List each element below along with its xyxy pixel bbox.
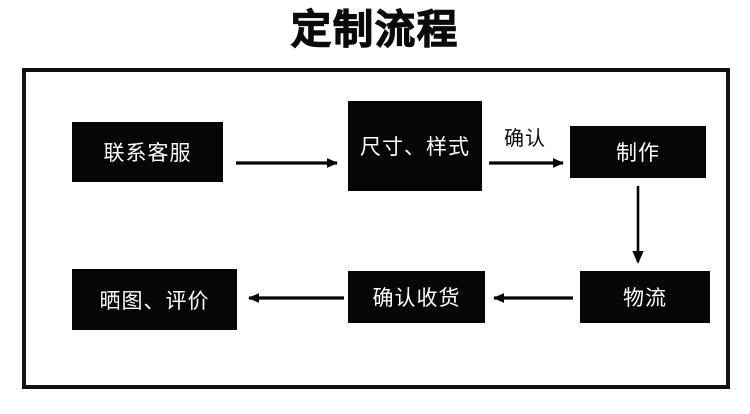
flow-node-size-style[interactable]: 尺寸、样式 xyxy=(348,101,482,191)
flow-node-production[interactable]: 制作 xyxy=(570,126,706,178)
flow-node-share-review[interactable]: 晒图、评价 xyxy=(72,269,237,330)
flow-node-logistics[interactable]: 物流 xyxy=(580,271,710,323)
flow-node-contact-support[interactable]: 联系客服 xyxy=(72,122,223,182)
edge-label-confirm: 确认 xyxy=(504,126,546,150)
page-title: 定制流程 xyxy=(290,6,459,53)
flow-node-confirm-receipt[interactable]: 确认收货 xyxy=(348,271,485,323)
